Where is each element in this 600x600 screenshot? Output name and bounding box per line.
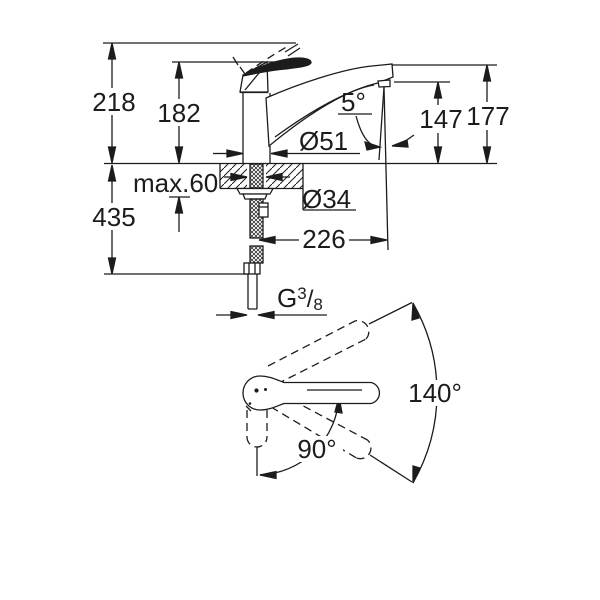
- dimension-lines: [107, 42, 492, 320]
- thread-denominator: 8: [313, 295, 323, 314]
- thread-size-label: G3/8: [277, 283, 323, 314]
- thread-numerator: 3: [297, 284, 307, 303]
- base-diameter-dimension: Ø51: [299, 126, 349, 156]
- max-counter-thickness-dimension: max.60: [133, 168, 219, 198]
- outlet-height-dimension: 147: [417, 106, 465, 132]
- total-height-dimension: 218: [89, 89, 139, 115]
- reference-lines: [103, 42, 497, 275]
- hole-diameter-dimension: Ø34: [302, 184, 352, 214]
- spout-top-height-dimension: 177: [464, 103, 512, 129]
- thread-base: G: [277, 283, 298, 313]
- mounting-hardware: [235, 163, 275, 310]
- below-deck-height-dimension: 435: [89, 204, 139, 230]
- countertop-section: [219, 164, 356, 211]
- lever-height-dimension: 182: [154, 100, 204, 126]
- faucet-side-outline: [232, 43, 394, 163]
- thread-slash: /: [306, 286, 314, 313]
- swivel-range-dimension: 140°: [403, 380, 467, 406]
- swivel-extension-lines: [256, 301, 413, 483]
- swivel-partial-dimension: 90°: [291, 436, 343, 462]
- spray-angle-dimension: 5°: [341, 87, 366, 117]
- faucet-plan-outline: [242, 375, 381, 412]
- water-stream-lines: [378, 86, 389, 251]
- side-view: [103, 42, 497, 320]
- spout-reach-dimension: 226: [299, 226, 349, 252]
